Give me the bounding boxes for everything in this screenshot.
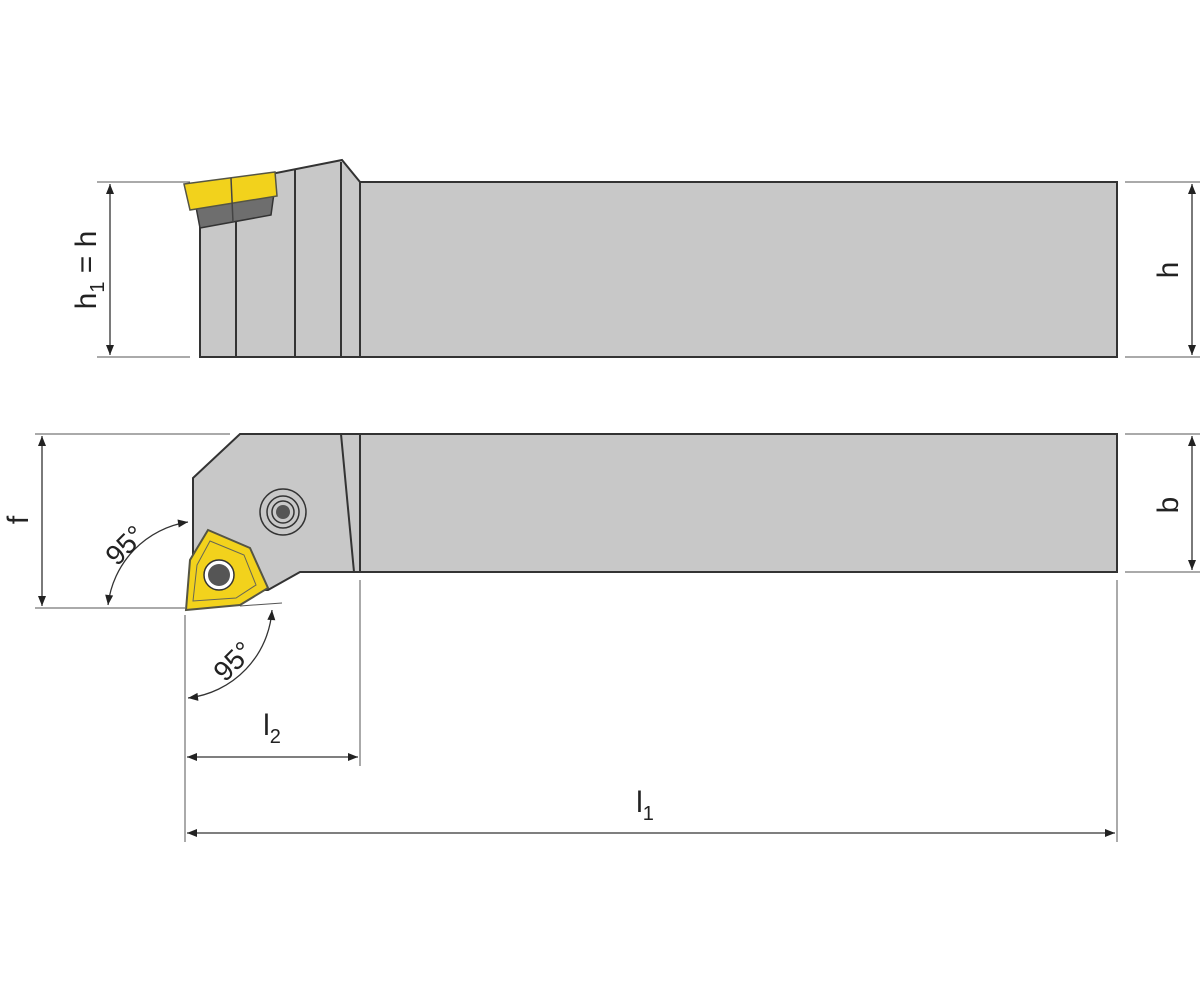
- label-l1: l1: [636, 786, 654, 825]
- label-h1-eq-h: h1 = h: [70, 231, 109, 310]
- clamp-screw-icon: [259, 488, 307, 536]
- label-f: f: [2, 515, 35, 524]
- angle-arc-bottom: [187, 609, 276, 701]
- insert-side: [183, 171, 278, 211]
- top-view: [184, 433, 1118, 612]
- label-b: b: [1152, 497, 1185, 514]
- label-angle-top: 95°: [99, 519, 151, 571]
- label-l2: l2: [263, 709, 281, 748]
- shank-top: [359, 433, 1118, 573]
- label-angle-bottom: 95°: [207, 635, 259, 687]
- shank-side: [359, 181, 1118, 358]
- label-h: h: [1152, 262, 1185, 279]
- extension-lines: [35, 181, 1200, 842]
- angle-arc-top: [105, 519, 189, 606]
- side-view: [183, 158, 1118, 358]
